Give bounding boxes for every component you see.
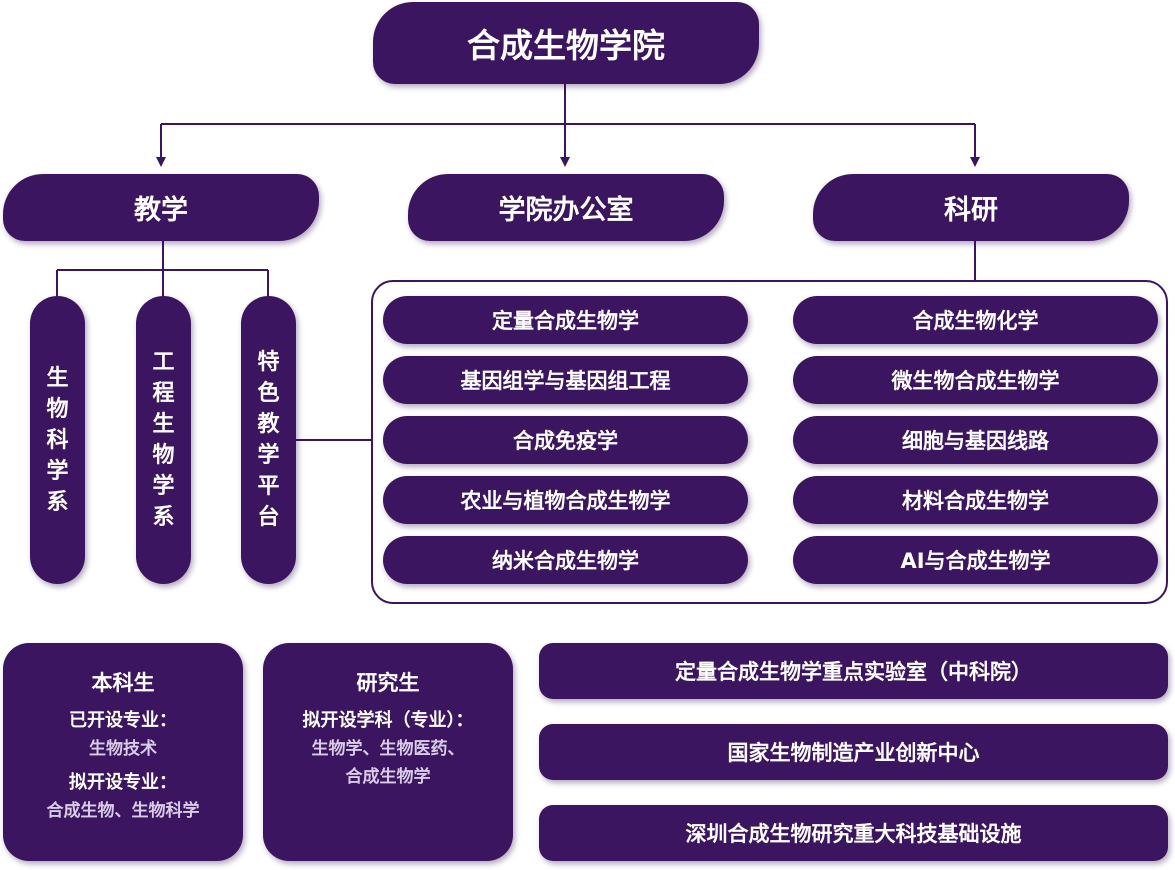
teaching-unit-label: 特色教学平台 — [257, 350, 280, 530]
research-group-item: AI与合成生物学 — [793, 536, 1158, 584]
teaching-unit-platform: 特色教学平台 — [241, 296, 296, 584]
research-group-item: 纳米合成生物学 — [383, 536, 748, 584]
platform-label: 深圳合成生物研究重大科技基础设施 — [685, 822, 1022, 846]
root-node: 合成生物学院 — [373, 2, 759, 84]
graduate-plan-value: 生物学、生物医药、 合成生物学 — [311, 739, 465, 787]
research-group-item: 合成生物化学 — [793, 296, 1158, 344]
office-node: 学院办公室 — [408, 174, 724, 241]
platform-bar: 定量合成生物学重点实验室（中科院） — [539, 643, 1168, 699]
teaching-unit-label: 生物科学系 — [46, 365, 69, 515]
graduate-title: 研究生 — [356, 671, 420, 695]
root-title: 合成生物学院 — [467, 26, 665, 65]
undergrad-open-value: 生物技术 — [89, 739, 157, 759]
office-label: 学院办公室 — [498, 195, 634, 226]
teaching-unit-engineering: 工程生物学系 — [136, 296, 191, 584]
graduate-plan-label: 拟开设学科（专业）： — [302, 710, 474, 731]
research-node: 科研 — [813, 174, 1129, 241]
research-group-item: 材料合成生物学 — [793, 476, 1158, 524]
undergrad-plan-value: 合成生物、生物科学 — [46, 801, 200, 821]
research-groups-frame — [371, 280, 1168, 604]
research-group-item: 基因组学与基因组工程 — [383, 356, 748, 404]
teaching-unit-biology: 生物科学系 — [30, 296, 85, 584]
platform-bar: 深圳合成生物研究重大科技基础设施 — [539, 805, 1168, 861]
undergrad-title: 本科生 — [91, 671, 155, 695]
graduate-card: 研究生 拟开设学科（专业）： 生物学、生物医药、 合成生物学 — [263, 643, 513, 861]
research-group-item: 合成免疫学 — [383, 416, 748, 464]
platform-label: 定量合成生物学重点实验室（中科院） — [675, 660, 1032, 684]
teaching-unit-label: 工程生物学系 — [152, 350, 175, 530]
teaching-node: 教学 — [3, 174, 319, 241]
research-group-item: 细胞与基因线路 — [793, 416, 1158, 464]
research-group-item: 定量合成生物学 — [383, 296, 748, 344]
research-label: 科研 — [944, 195, 998, 226]
platform-bar: 国家生物制造产业创新中心 — [539, 724, 1168, 780]
undergrad-plan-label: 拟开设专业： — [69, 772, 177, 793]
research-group-item: 农业与植物合成生物学 — [383, 476, 748, 524]
undergrad-open-label: 已开设专业： — [69, 710, 177, 731]
undergrad-card: 本科生 已开设专业： 生物技术 拟开设专业： 合成生物、生物科学 — [3, 643, 243, 861]
research-group-item: 微生物合成生物学 — [793, 356, 1158, 404]
teaching-label: 教学 — [134, 195, 188, 226]
platform-label: 国家生物制造产业创新中心 — [727, 741, 980, 765]
